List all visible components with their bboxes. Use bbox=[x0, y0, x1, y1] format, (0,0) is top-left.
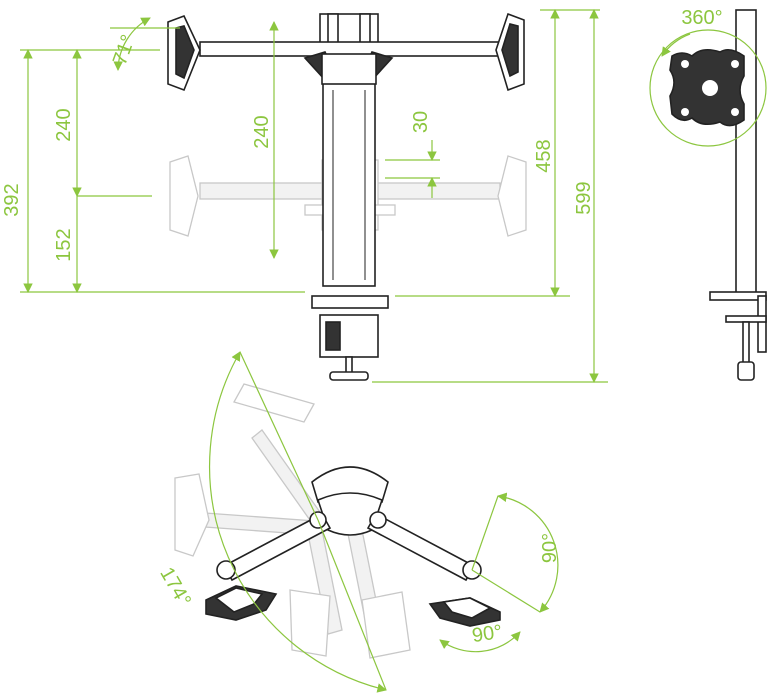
side-view: 360° bbox=[649, 7, 767, 381]
top-view: 174° 90° 90° bbox=[155, 351, 561, 693]
dim-152: 152 bbox=[53, 228, 75, 261]
angle-360: 360° bbox=[681, 7, 722, 29]
dim-240-center: 240 bbox=[251, 115, 273, 148]
top-crossbar-arm bbox=[199, 41, 501, 85]
dimension-lines-front bbox=[20, 9, 608, 383]
angle-90-right: 90° bbox=[539, 533, 561, 563]
angle-arcs-top bbox=[209, 351, 559, 693]
left-monitor-plate bbox=[167, 14, 201, 92]
dim-392: 392 bbox=[1, 183, 23, 216]
desk-clamp bbox=[311, 295, 389, 381]
pole bbox=[319, 13, 379, 287]
angle-90-bottom: 90° bbox=[471, 621, 504, 647]
angle-71: 71° bbox=[109, 32, 140, 68]
front-view: 392 240 152 71° 240 30 458 599 bbox=[1, 9, 608, 383]
dim-599: 599 bbox=[573, 181, 595, 214]
right-monitor-plate bbox=[495, 12, 525, 92]
angle-174: 174° bbox=[155, 564, 195, 611]
dim-458: 458 bbox=[533, 139, 555, 172]
dim-240-left: 240 bbox=[53, 108, 75, 141]
dim-30: 30 bbox=[410, 111, 432, 133]
